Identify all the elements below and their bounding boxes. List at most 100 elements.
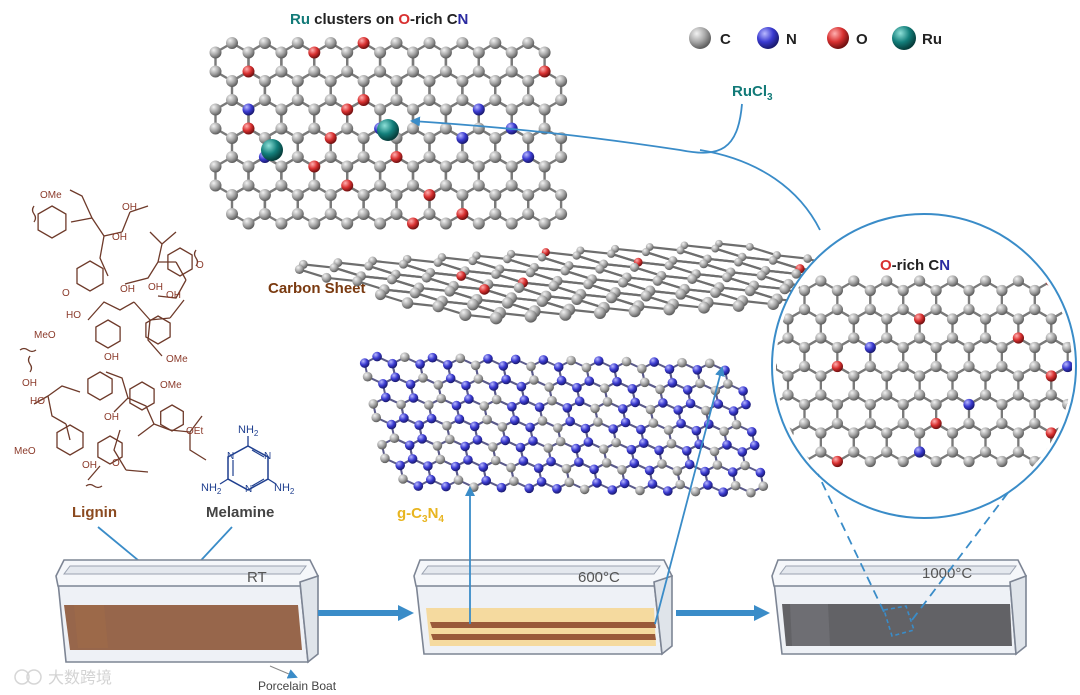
top-lattice-atom-c bbox=[472, 160, 485, 173]
carbon-sheet-atom-c bbox=[803, 254, 812, 263]
top-lattice-atom-c bbox=[258, 37, 271, 49]
circle-lattice-atom-c bbox=[996, 455, 1008, 468]
g-c3n4-atom-c bbox=[555, 436, 566, 447]
top-lattice-atom-c bbox=[226, 37, 238, 49]
carbon-sheet-atom-c bbox=[444, 285, 456, 297]
top-lattice-atom-n bbox=[456, 132, 469, 144]
g-c3n4-atom-n bbox=[507, 401, 517, 412]
rucl3-to-ru-arrow bbox=[410, 103, 743, 154]
g-c3n4-atom-n bbox=[478, 462, 489, 472]
boat-600-temperature: 600°C bbox=[578, 569, 620, 586]
g-c3n4-atom-n bbox=[415, 359, 425, 370]
carbon-sheet-atom-c bbox=[756, 270, 767, 281]
top-lattice-atom-c bbox=[423, 132, 436, 144]
g-c3n4-atom-n bbox=[414, 420, 425, 431]
g-c3n4-atom-n bbox=[460, 441, 470, 452]
carbon-sheet-atom-c bbox=[767, 298, 780, 311]
carbon-sheet-atom-c bbox=[663, 303, 676, 316]
top-lattice-atom-c bbox=[522, 208, 535, 220]
carbon-sheet-atom-c bbox=[607, 249, 616, 258]
lignin-bond-set-4 bbox=[33, 371, 171, 441]
circle-to-ru-curve bbox=[699, 149, 821, 231]
g-c3n4-atom-c bbox=[579, 484, 590, 495]
g-c3n4-atom-n bbox=[663, 486, 673, 496]
g-c3n4-atom-n bbox=[381, 392, 391, 403]
circle-lattice-atom-c bbox=[930, 455, 942, 468]
top-lattice-atom-c bbox=[324, 37, 337, 49]
top-lattice-atom-c bbox=[390, 75, 403, 87]
top-lattice-atom-c bbox=[324, 94, 337, 106]
g-c3n4-atom-n bbox=[618, 404, 628, 414]
g-c3n4-atom-n bbox=[553, 362, 564, 372]
melamine-ring bbox=[227, 445, 269, 491]
top-lattice-atom-c bbox=[226, 75, 238, 87]
top-lattice-atom-c bbox=[390, 208, 403, 220]
g-c3n4-atom-c bbox=[488, 442, 498, 452]
carbon-sheet-atom-c bbox=[401, 297, 414, 309]
g-c3n4-atom-n bbox=[728, 406, 739, 416]
carbon-sheet-atom-c bbox=[548, 280, 559, 292]
circle-lattice-atom-c bbox=[979, 389, 992, 401]
top-lattice-atom-c bbox=[226, 208, 238, 220]
carbon-sheet-atom-c bbox=[709, 287, 721, 298]
circle-lattice-atom-c bbox=[831, 398, 844, 411]
melamine-nh2-bond-2 bbox=[219, 478, 229, 485]
circle-lattice-atom-c bbox=[798, 341, 811, 354]
g-c3n4-atom-n bbox=[749, 440, 760, 451]
circle-lattice-atom-c bbox=[1012, 446, 1024, 458]
top-lattice-atom-c bbox=[423, 75, 436, 87]
lignin-group-meo: MeO bbox=[14, 446, 36, 457]
g-c3n4-atom-n bbox=[658, 398, 668, 408]
g-c3n4-atom-c bbox=[709, 446, 720, 457]
carbon-sheet-atom-c bbox=[467, 298, 479, 311]
g-c3n4-atom-n bbox=[629, 458, 640, 469]
carbon-sheet-atom-c bbox=[501, 297, 514, 309]
top-lattice-atom-c bbox=[291, 37, 304, 49]
top-lattice-atom-c bbox=[308, 103, 321, 116]
top-lattice-atom-c bbox=[226, 189, 238, 201]
g-c3n4-atom-n bbox=[404, 440, 415, 451]
circle-lattice-atom-c bbox=[864, 284, 876, 297]
circle-lattice-atom-c bbox=[864, 303, 876, 316]
lignin-group-oh: OH bbox=[22, 378, 37, 389]
boat-1000-o-rich-cn bbox=[782, 604, 1012, 646]
top-lattice-atom-o bbox=[308, 160, 321, 173]
circle-lattice-atom-c bbox=[782, 389, 794, 401]
top-lattice-atom-c bbox=[439, 179, 452, 192]
g-c3n4-atom-c bbox=[529, 375, 539, 385]
circle-lattice-atom-c bbox=[963, 284, 975, 297]
top-lattice-atom-c bbox=[505, 65, 518, 78]
circle-lattice-atom-c bbox=[815, 446, 827, 458]
g-c3n4-atom-c bbox=[677, 357, 687, 368]
carbon-sheet-atom-c bbox=[641, 248, 650, 257]
g-c3n4-atom-c bbox=[581, 362, 592, 373]
carbon-sheet-atom-c bbox=[617, 277, 629, 288]
ru-cluster-atom-2 bbox=[377, 119, 399, 141]
circle-lattice-atom-c bbox=[963, 417, 975, 430]
g-c3n4-atom-c bbox=[470, 360, 481, 371]
carbon-sheet-atom-c bbox=[571, 293, 583, 306]
carbon-sheet-atom-c bbox=[513, 282, 525, 293]
g-c3n4-atom-c bbox=[396, 399, 406, 410]
watermark: 大数跨境 bbox=[14, 668, 112, 687]
carbon-sheet-atom-c bbox=[294, 264, 305, 275]
g-c3n4-atom-c bbox=[482, 414, 492, 425]
g-c3n4-atom-n bbox=[627, 384, 638, 394]
circle-lattice-atom-c bbox=[782, 332, 794, 344]
top-lattice-atom-c bbox=[489, 189, 502, 201]
g-c3n4-atom-n bbox=[387, 358, 398, 369]
g-c3n4-atom-n bbox=[580, 423, 591, 434]
g-c3n4-atom-n bbox=[673, 405, 683, 415]
g-c3n4-atom-n bbox=[515, 442, 526, 453]
circle-lattice-atom-o bbox=[1012, 332, 1024, 344]
top-lattice-atom-c bbox=[258, 75, 271, 87]
g-c3n4-atom-n bbox=[630, 397, 640, 408]
g-c3n4-atom-n bbox=[556, 375, 567, 386]
top-lattice-atom-c bbox=[423, 151, 436, 163]
carbon-sheet-atom-c bbox=[595, 264, 605, 274]
g-c3n4-atom-n bbox=[378, 379, 388, 389]
top-lattice-atom-o bbox=[324, 132, 337, 144]
top-lattice-atom-c bbox=[555, 189, 568, 201]
carbon-sheet-atom-c bbox=[433, 258, 443, 267]
circle-lattice-atom-c bbox=[881, 389, 893, 401]
